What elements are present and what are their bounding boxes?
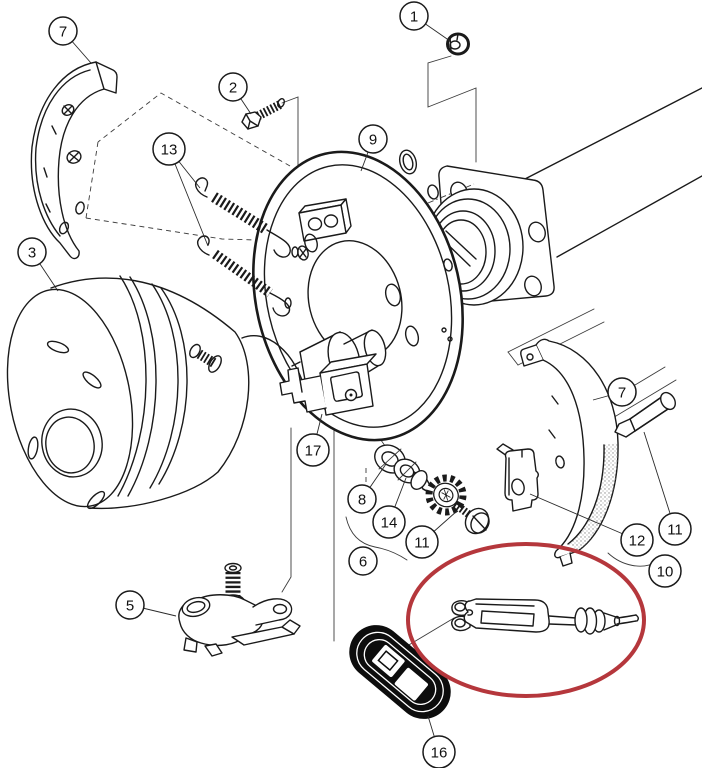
- callout-number: 2: [229, 79, 237, 96]
- adjuster-group: [374, 444, 490, 535]
- callout-balloon: [620, 523, 654, 557]
- callout-balloon: [422, 735, 456, 768]
- callout-number: 9: [369, 131, 377, 148]
- callout-number: 8: [358, 491, 366, 508]
- callout-number: 7: [618, 384, 626, 401]
- callout-number: 16: [431, 744, 448, 761]
- callout-number: 11: [414, 534, 430, 551]
- brake-actuator: [279, 353, 377, 416]
- callout-2: 2: [218, 72, 252, 115]
- cable-clevis: [451, 598, 639, 635]
- hex-bolt: [241, 98, 286, 130]
- callout-number: 7: [59, 23, 67, 40]
- callout-7: 7: [48, 16, 92, 64]
- callout-number: 12: [629, 532, 646, 549]
- group-bracket-6: [345, 516, 408, 561]
- callout-10: 10: [648, 554, 682, 588]
- callout-number: 17: [305, 442, 322, 459]
- callout-balloon: [218, 72, 248, 102]
- spring-upper: [195, 177, 291, 258]
- callout-7: 7: [592, 377, 637, 407]
- callout-3: 3: [17, 237, 59, 292]
- brake-shoe-left: [30, 61, 118, 260]
- boot-grommet: [349, 625, 451, 719]
- callout-1: 1: [399, 1, 451, 42]
- callout-6: 6: [348, 546, 378, 576]
- brake-shoe-right: [520, 338, 619, 567]
- hub-nut: [446, 32, 470, 56]
- callout-balloon: [372, 505, 406, 539]
- callout-5: 5: [115, 590, 177, 620]
- callout-balloon: [607, 377, 637, 407]
- callout-number: 10: [657, 563, 674, 580]
- callout-balloon: [405, 525, 439, 559]
- callout-16: 16: [422, 715, 456, 768]
- clevis-pin: [614, 391, 676, 438]
- callout-8: 8: [347, 463, 387, 514]
- leader-line: [529, 493, 638, 541]
- callout-11: 11: [405, 510, 458, 559]
- callout-number: 1: [410, 8, 418, 25]
- callout-number: 11: [667, 521, 683, 538]
- wheel-stud: [189, 343, 222, 373]
- callout-13: 13: [152, 132, 209, 247]
- retainer-clip: [496, 443, 539, 512]
- axle-tube-assembly: [424, 87, 702, 306]
- callout-balloon: [648, 554, 682, 588]
- callout-balloon: [399, 1, 429, 31]
- callout-balloon: [347, 484, 377, 514]
- callout-number: 6: [359, 553, 367, 570]
- brake-drum: [6, 275, 250, 510]
- callout-balloon: [348, 546, 378, 576]
- leader-line: [168, 148, 209, 247]
- callout-14: 14: [372, 477, 407, 539]
- return-springs: [195, 177, 291, 317]
- cam-lever-assembly: [178, 562, 301, 657]
- callout-balloon: [48, 16, 78, 46]
- callout-12: 12: [529, 493, 654, 557]
- spring-lower: [197, 235, 291, 317]
- leader-line: [643, 431, 676, 530]
- callout-number: 13: [161, 141, 178, 158]
- highlight-ellipse: [406, 542, 646, 698]
- callout-17: 17: [296, 413, 330, 467]
- callout-number: 5: [126, 597, 134, 614]
- callout-balloon: [358, 124, 388, 154]
- callout-11: 11: [643, 431, 692, 546]
- callout-number: 3: [28, 244, 36, 261]
- callout-balloon: [17, 237, 47, 267]
- callout-number: 14: [381, 514, 398, 531]
- callout-balloon: [658, 512, 692, 546]
- callout-balloon: [296, 433, 330, 467]
- callout-balloon: [152, 132, 186, 166]
- callout-balloon: [115, 590, 145, 620]
- callout-9: 9: [358, 124, 388, 172]
